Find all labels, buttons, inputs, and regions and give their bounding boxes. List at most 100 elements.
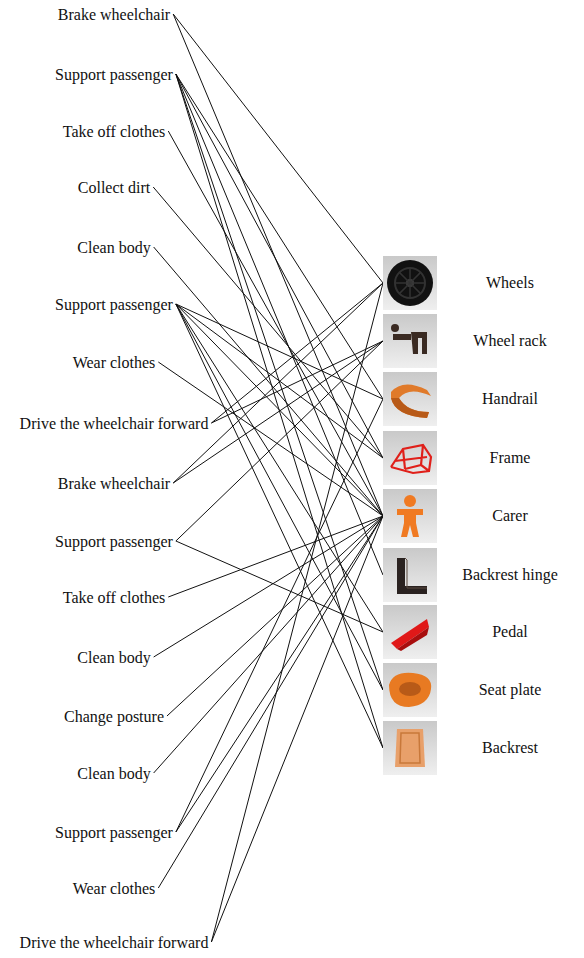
label-holder: Carer	[440, 489, 580, 543]
function-name: Support passenger	[55, 533, 173, 550]
function-label: Change posture	[64, 707, 164, 726]
function-label: Take off clothes	[63, 588, 166, 607]
function-name: Support passenger	[55, 824, 173, 841]
connector-line	[168, 516, 383, 597]
connector-line	[173, 341, 383, 483]
connector-line	[211, 283, 383, 423]
function-name: Clean body	[77, 239, 150, 256]
connector-line	[211, 516, 383, 942]
function-name: Take off clothes	[63, 589, 166, 606]
connector-line	[176, 304, 383, 458]
function-name: Support passenger	[55, 66, 173, 83]
connector-line	[173, 14, 383, 516]
component-name: Wheel rack	[473, 332, 546, 350]
handrail-icon	[391, 384, 431, 418]
connector-line	[173, 14, 383, 283]
component-icon	[383, 489, 437, 543]
function-name: Clean body	[77, 649, 150, 666]
component-icon	[383, 431, 437, 485]
icon-ground	[383, 605, 437, 659]
connector-line	[176, 304, 383, 516]
component-node: Backrest hinge	[383, 548, 583, 602]
function-label: Collect dirt	[78, 178, 150, 197]
connector-line	[176, 74, 383, 575]
function-label: Take off clothes	[63, 122, 166, 141]
function-name: Drive the wheelchair forward	[20, 415, 209, 432]
frame-icon	[391, 445, 431, 473]
icon-ground	[383, 548, 437, 602]
hinge-icon	[397, 558, 427, 594]
component-name: Frame	[490, 449, 531, 467]
component-name: Wheels	[486, 274, 534, 292]
component-name: Backrest	[482, 739, 538, 757]
connector-line	[176, 399, 383, 832]
connector-line	[167, 516, 383, 716]
connector-line	[158, 362, 383, 516]
function-label: Clean body	[77, 648, 150, 667]
function-label: Support passenger	[55, 823, 173, 842]
function-label: Brake wheelchair	[58, 5, 170, 24]
component-node: Wheels	[383, 256, 583, 310]
function-label: Support passenger	[55, 295, 173, 314]
icon-ground	[383, 431, 437, 485]
component-icon	[383, 548, 437, 602]
connector-line	[154, 516, 383, 657]
component-icon	[383, 256, 437, 310]
component-node: Frame	[383, 431, 583, 485]
icon-ground	[383, 721, 437, 775]
component-node: Pedal	[383, 605, 583, 659]
function-name: Drive the wheelchair forward	[20, 934, 209, 951]
label-holder: Backrest	[440, 721, 580, 775]
function-name: Change posture	[64, 708, 164, 725]
connector-line	[176, 304, 383, 399]
connector-line	[211, 283, 383, 942]
component-node: Seat plate	[383, 663, 583, 717]
function-name: Wear clothes	[73, 354, 156, 371]
seat-plate-icon	[389, 673, 431, 707]
function-label: Clean body	[77, 764, 150, 783]
icon-ground	[383, 256, 437, 310]
pedal-icon	[391, 619, 429, 651]
function-label: Support passenger	[55, 65, 173, 84]
label-holder: Seat plate	[440, 663, 580, 717]
component-node: Backrest	[383, 721, 583, 775]
function-name: Brake wheelchair	[58, 6, 170, 23]
icon-ground	[383, 489, 437, 543]
function-label: Wear clothes	[73, 353, 156, 372]
component-name: Pedal	[492, 623, 528, 641]
label-holder: Wheels	[440, 256, 580, 310]
component-name: Seat plate	[479, 681, 542, 699]
component-name: Backrest hinge	[462, 566, 558, 584]
label-holder: Pedal	[440, 605, 580, 659]
function-name: Wear clothes	[73, 880, 156, 897]
function-name: Take off clothes	[63, 123, 166, 140]
wheel-rack-icon	[391, 324, 427, 354]
function-name: Brake wheelchair	[58, 475, 170, 492]
wheel-icon	[387, 260, 433, 306]
connector-line	[176, 341, 383, 541]
connector-line	[168, 131, 383, 516]
function-name: Clean body	[77, 765, 150, 782]
function-label: Brake wheelchair	[58, 474, 170, 493]
component-icon	[383, 605, 437, 659]
function-label: Wear clothes	[73, 879, 156, 898]
icon-ground	[383, 314, 437, 368]
icon-ground	[383, 663, 437, 717]
connector-line	[176, 516, 383, 832]
component-icon	[383, 663, 437, 717]
component-name: Carer	[492, 507, 528, 525]
function-label: Clean body	[77, 238, 150, 257]
function-name: Support passenger	[55, 296, 173, 313]
connector-line	[158, 516, 383, 888]
function-name: Collect dirt	[78, 179, 150, 196]
component-icon	[383, 721, 437, 775]
carer-icon	[397, 495, 423, 537]
label-holder: Handrail	[440, 372, 580, 426]
connector-line	[154, 516, 383, 773]
label-holder: Backrest hinge	[440, 548, 580, 602]
connector-line	[176, 74, 383, 399]
function-label: Drive the wheelchair forward	[20, 414, 209, 433]
component-name: Handrail	[482, 390, 538, 408]
function-label: Support passenger	[55, 532, 173, 551]
